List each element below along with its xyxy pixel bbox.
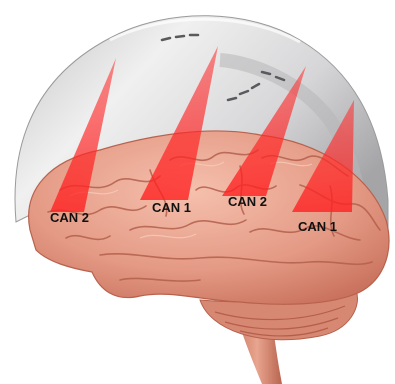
label-can2-right: CAN 2: [228, 194, 267, 209]
label-can1-left: CAN 1: [152, 200, 191, 215]
label-can1-right: CAN 1: [298, 219, 337, 234]
label-can2-left: CAN 2: [50, 210, 89, 225]
